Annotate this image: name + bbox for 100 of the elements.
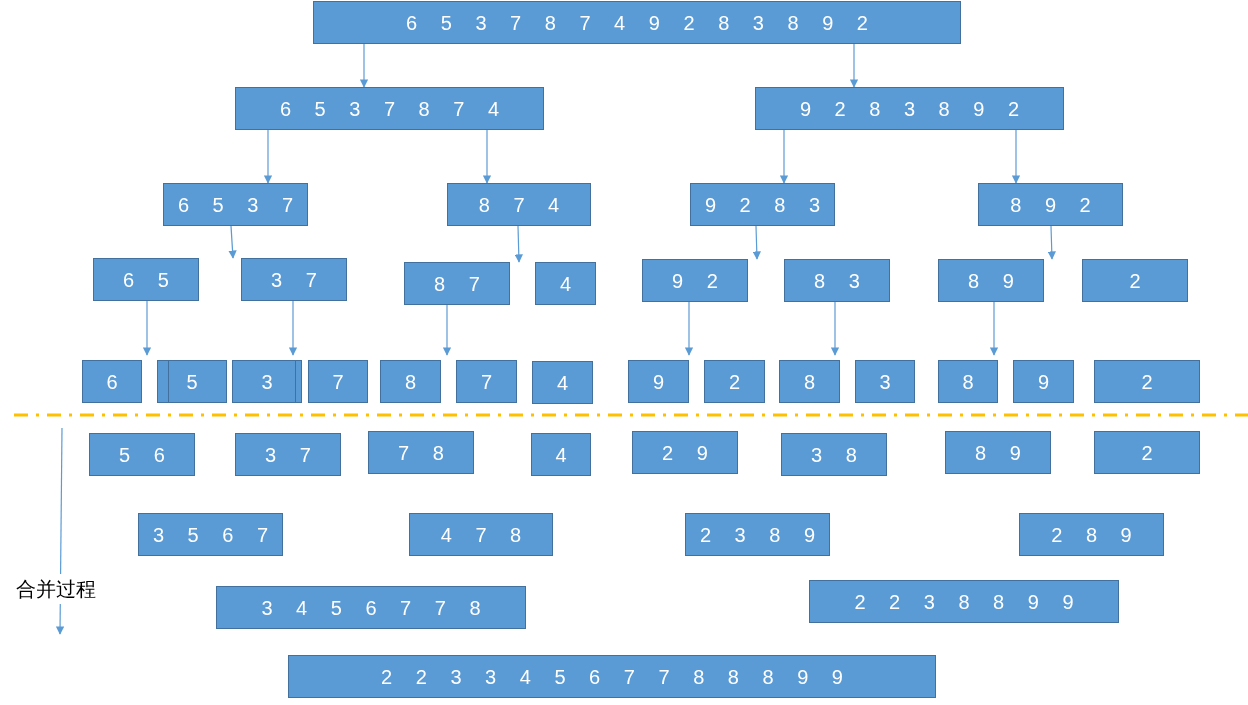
array-box [93, 258, 199, 301]
number-sequence: 3 [261, 369, 273, 395]
array-box [938, 259, 1044, 302]
number-sequence: 2 9 [662, 440, 708, 466]
number-sequence: 2 8 9 [1051, 522, 1132, 548]
number-sequence: 8 [404, 369, 417, 395]
number-sequence: 3 5 6 7 [152, 522, 269, 548]
array-box [938, 360, 998, 403]
array-box [779, 360, 840, 403]
number-sequence: 7 8 [398, 440, 444, 466]
array-box [945, 431, 1051, 474]
array-box [685, 513, 830, 556]
process-label: 合并过程 [16, 574, 96, 604]
number-sequence: 6 5 3 7 8 7 4 [279, 96, 500, 122]
array-box [690, 183, 835, 226]
arrow [752, 225, 761, 260]
array-box [855, 360, 915, 403]
number-sequence: 7 [332, 369, 344, 395]
arrow [830, 301, 840, 356]
number-sequence: 5 [186, 369, 198, 395]
arrow [514, 225, 523, 263]
array-box [368, 431, 474, 474]
array-box [632, 431, 738, 474]
arrow [1047, 225, 1056, 260]
arrow [288, 300, 298, 356]
array-box [288, 655, 936, 698]
array-box [163, 183, 308, 226]
array-box [313, 1, 961, 44]
number-sequence: 3 [879, 369, 891, 395]
number-sequence: 6 5 3 7 8 7 4 9 2 8 3 8 9 2 [406, 10, 868, 36]
array-box [531, 433, 591, 476]
array-box [241, 258, 347, 301]
number-sequence: 2 [1141, 369, 1153, 395]
number-sequence: 8 9 [968, 268, 1014, 294]
array-box [138, 513, 283, 556]
array-box [235, 87, 544, 130]
arrow [442, 304, 452, 356]
number-sequence: 3 4 5 6 7 7 8 [261, 595, 481, 621]
array-box [535, 262, 596, 305]
number-sequence: 8 7 [434, 271, 480, 297]
array-box [380, 360, 441, 403]
array-box [1082, 259, 1188, 302]
number-sequence: 6 [106, 369, 118, 395]
number-sequence: 6 5 3 7 [177, 192, 294, 218]
number-sequence: 9 2 8 3 [704, 192, 821, 218]
arrow [684, 301, 694, 356]
array-box [404, 262, 510, 305]
array-box [308, 360, 368, 403]
arrow [359, 43, 369, 88]
arrow [142, 300, 152, 356]
array-box [1013, 360, 1074, 403]
array-box [1094, 431, 1200, 474]
arrow [1011, 129, 1021, 184]
array-box [809, 580, 1119, 623]
number-sequence: 6 5 [123, 267, 169, 293]
arrow [779, 129, 789, 184]
number-sequence: 4 7 8 [440, 522, 522, 548]
number-sequence: 8 [962, 369, 974, 395]
number-sequence: 2 3 8 9 [699, 522, 816, 548]
number-sequence: 8 9 2 [1010, 192, 1091, 218]
number-sequence: 8 [803, 369, 816, 395]
number-sequence: 8 7 4 [478, 192, 560, 218]
number-sequence: 4 [555, 442, 567, 468]
array-box [755, 87, 1064, 130]
array-box [1094, 360, 1200, 403]
number-sequence: 9 2 8 3 8 9 2 [799, 96, 1020, 122]
number-sequence: 8 3 [814, 268, 860, 294]
array-box [157, 360, 227, 403]
number-sequence: 3 7 [271, 267, 317, 293]
number-sequence: 4 [559, 271, 572, 297]
array-box [628, 360, 689, 403]
number-sequence: 2 [1141, 440, 1153, 466]
array-box [704, 360, 765, 403]
arrow [849, 43, 859, 88]
number-sequence: 9 [1037, 369, 1050, 395]
number-sequence: 2 [1129, 268, 1141, 294]
number-sequence: 3 7 [265, 442, 311, 468]
number-sequence: 3 8 [811, 442, 857, 468]
number-sequence: 5 6 [119, 442, 165, 468]
array-box [978, 183, 1123, 226]
array-box [235, 433, 341, 476]
array-box [642, 259, 748, 302]
array-box [532, 361, 593, 404]
array-box [216, 586, 526, 629]
arrow [228, 225, 237, 259]
arrow [482, 129, 492, 184]
arrow [989, 301, 999, 356]
array-box [89, 433, 195, 476]
number-sequence: 2 2 3 8 8 9 9 [854, 589, 1074, 615]
array-box [232, 360, 302, 403]
array-box [82, 360, 142, 403]
array-box [409, 513, 553, 556]
number-sequence: 4 [556, 370, 569, 396]
number-sequence: 7 [480, 369, 493, 395]
number-sequence: 2 2 3 3 4 5 6 7 7 8 8 8 9 9 [381, 664, 843, 690]
array-box [447, 183, 591, 226]
array-box [784, 259, 890, 302]
array-box [781, 433, 887, 476]
number-sequence: 9 2 [672, 268, 718, 294]
number-sequence: 9 [652, 369, 665, 395]
